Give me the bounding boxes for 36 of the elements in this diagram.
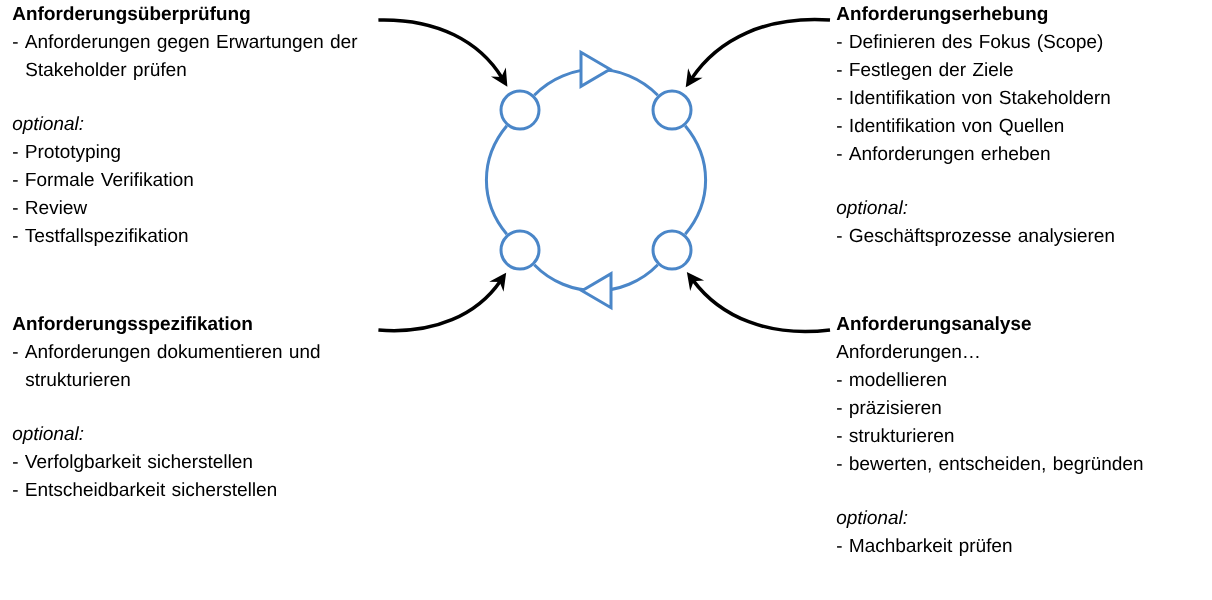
list-item: - strukturieren	[837, 428, 954, 443]
list-item: - Entscheidbarkeit sicherstellen	[13, 482, 276, 497]
list-item: - Festlegen der Ziele	[837, 62, 1013, 80]
list-item: - Review	[13, 200, 88, 215]
circle	[499, 89, 541, 131]
list-item: - Machbarkeit prüfen	[837, 538, 1012, 556]
cycle-arrow	[533, 49, 659, 97]
heading: Anforderungsanalyse	[836, 316, 1031, 334]
note-label: optional:	[836, 510, 908, 528]
cycle-arc	[684, 124, 708, 236]
circle	[651, 89, 693, 131]
heading: Anforderungserhebung	[836, 6, 1048, 24]
circle	[651, 229, 693, 271]
note-label: optional:	[12, 426, 84, 444]
heading: Anforderungsspezifikation	[12, 316, 252, 334]
list-item: - Anforderungen dokumentieren und strukturieren	[13, 344, 320, 387]
note-label: optional:	[836, 200, 908, 218]
heading: Anforderungsüberprüfung	[12, 6, 250, 24]
list-item: - Geschäftsprozesse analysieren	[837, 228, 1114, 246]
list-item: Anforderungen…	[836, 344, 979, 362]
list-item: - Formale Verifikation	[13, 172, 193, 187]
cycle-arc	[484, 124, 509, 236]
list-item: - Verfolgbarkeit sicherstellen	[13, 454, 252, 472]
note-label: optional:	[12, 116, 84, 134]
list-item: - Definieren des Fokus (Scope)	[837, 34, 1103, 52]
list-item: - modellieren	[837, 372, 946, 387]
list-item: - Testfallspezifikation	[13, 228, 188, 246]
list-item: - Anforderungen gegen Erwartungen der Stakeholder prüfen	[13, 34, 358, 80]
cycle-arrow	[533, 263, 659, 311]
list-item: - Anforderungen erheben	[837, 146, 1050, 164]
list-item: - Identifikation von Stakeholdern	[837, 90, 1110, 105]
list-item: - bewerten, entscheiden, begründen	[837, 456, 1143, 474]
circle	[499, 229, 541, 271]
list-item: - Identifikation von Quellen	[837, 118, 1064, 136]
list-item: - präzisieren	[837, 400, 941, 418]
list-item: - Prototyping	[13, 144, 120, 162]
